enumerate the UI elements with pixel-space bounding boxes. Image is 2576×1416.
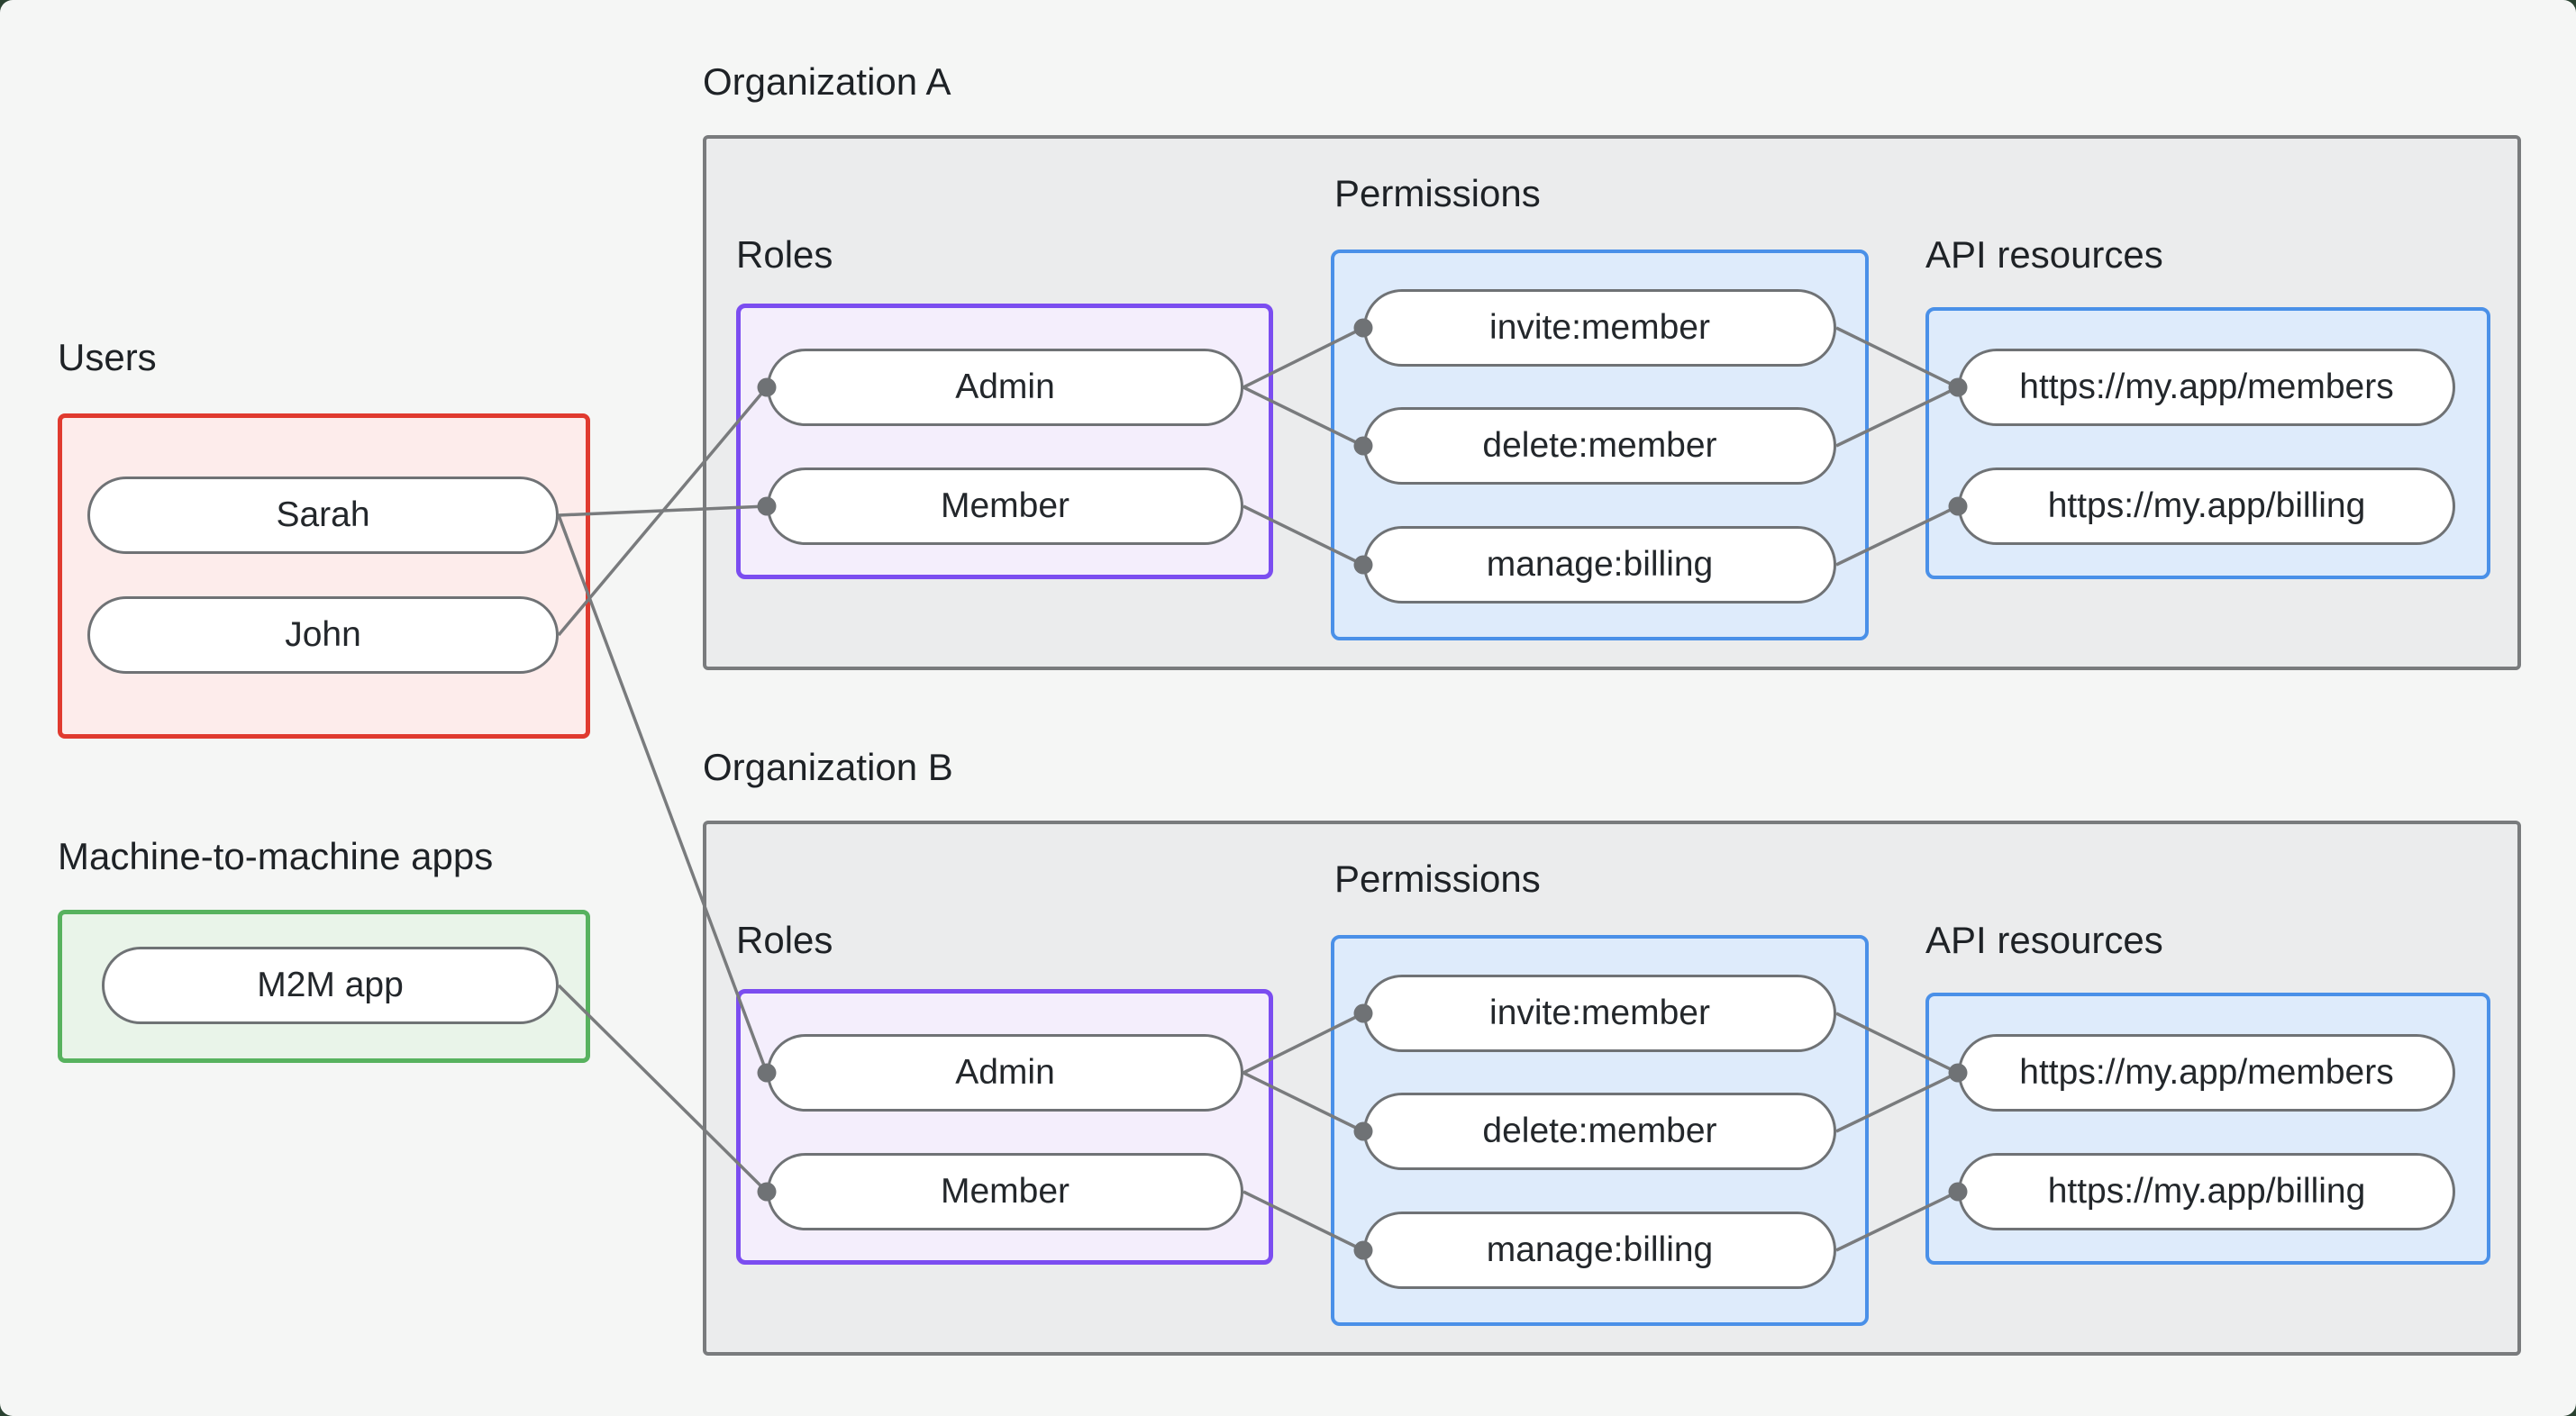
node-org-b-perm-delete-member: delete:member [1363, 1093, 1836, 1170]
node-org-a-role-member: Member [767, 467, 1243, 545]
node-org-a-perm-manage-billing: manage:billing [1363, 526, 1836, 604]
users-section-title: Users [58, 336, 157, 378]
org-a-api-title: API resources [1925, 233, 2163, 276]
node-org-a-api-members: https://my.app/members [1958, 349, 2455, 426]
org-b-roles-title: Roles [736, 919, 833, 961]
m2m-section-title: Machine-to-machine apps [58, 835, 494, 877]
org-b-title: Organization B [703, 746, 953, 788]
users-group-box [58, 413, 590, 739]
node-org-a-role-admin: Admin [767, 349, 1243, 426]
node-org-b-api-billing: https://my.app/billing [1958, 1153, 2455, 1230]
node-org-a-api-billing: https://my.app/billing [1958, 467, 2455, 545]
org-a-title: Organization A [703, 60, 951, 103]
org-b-permissions-title: Permissions [1334, 858, 1541, 900]
node-org-b-role-admin: Admin [767, 1034, 1243, 1112]
node-org-a-perm-delete-member: delete:member [1363, 407, 1836, 485]
org-a-permissions-title: Permissions [1334, 172, 1541, 214]
node-org-a-perm-invite-member: invite:member [1363, 289, 1836, 367]
node-user-sarah: Sarah [87, 477, 559, 554]
node-m2m-app: M2M app [102, 947, 559, 1024]
node-org-b-role-member: Member [767, 1153, 1243, 1230]
org-a-roles-title: Roles [736, 233, 833, 276]
node-org-b-perm-manage-billing: manage:billing [1363, 1212, 1836, 1289]
org-b-api-title: API resources [1925, 919, 2163, 961]
node-user-john: John [87, 596, 559, 674]
node-org-b-api-members: https://my.app/members [1958, 1034, 2455, 1112]
node-org-b-perm-invite-member: invite:member [1363, 975, 1836, 1052]
